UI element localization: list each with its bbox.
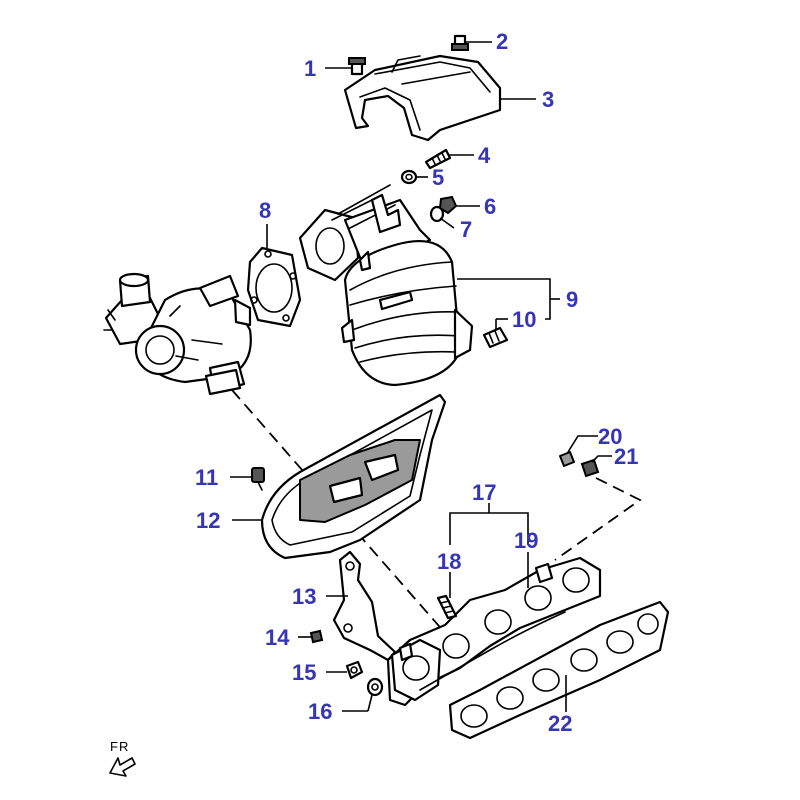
washer-7 bbox=[429, 205, 445, 223]
front-arrow-icon bbox=[109, 757, 136, 777]
front-direction-indicator: FR bbox=[109, 739, 136, 777]
callout-22: 22 bbox=[548, 711, 572, 736]
callout-10: 10 bbox=[512, 307, 536, 332]
callout-12: 12 bbox=[196, 508, 220, 533]
nut-21 bbox=[580, 458, 600, 478]
callout-20: 20 bbox=[598, 424, 622, 449]
callout-2: 2 bbox=[496, 29, 508, 54]
callout-1: 1 bbox=[304, 56, 316, 81]
upper-heat-shield bbox=[343, 54, 502, 142]
callout-5: 5 bbox=[432, 165, 444, 190]
bolt-1 bbox=[348, 57, 366, 76]
bolt-11 bbox=[251, 467, 265, 491]
callout-3: 3 bbox=[542, 87, 554, 112]
stud-10 bbox=[482, 326, 509, 349]
callout-6: 6 bbox=[484, 194, 496, 219]
nut-20 bbox=[559, 451, 575, 467]
callout-7: 7 bbox=[460, 217, 472, 242]
turbocharger bbox=[103, 272, 252, 396]
nut-15 bbox=[345, 660, 364, 680]
callout-17: 17 bbox=[472, 480, 496, 505]
manifold-gasket bbox=[448, 600, 670, 740]
turbo-gasket bbox=[246, 246, 302, 328]
bolt-2 bbox=[451, 34, 469, 51]
callout-16: 16 bbox=[308, 699, 332, 724]
callout-21: 21 bbox=[614, 444, 638, 469]
nut-14 bbox=[309, 629, 324, 644]
callout-4: 4 bbox=[478, 143, 491, 168]
callout-9: 9 bbox=[566, 287, 578, 312]
bracket bbox=[332, 550, 397, 662]
callout-14: 14 bbox=[265, 625, 290, 650]
leader-lines bbox=[230, 41, 612, 712]
stud-18 bbox=[436, 594, 458, 620]
fr-label: FR bbox=[110, 739, 129, 754]
alignment-line-bolts bbox=[554, 477, 642, 561]
lower-heat-shield bbox=[260, 393, 447, 560]
stud-4 bbox=[424, 148, 452, 170]
catalytic-converter bbox=[298, 184, 474, 387]
exhaust-manifold bbox=[386, 556, 602, 707]
nut-6 bbox=[438, 195, 458, 215]
callout-labels: 1 2 3 4 5 6 7 8 9 10 11 12 13 14 15 16 1… bbox=[195, 29, 638, 736]
nut-16 bbox=[366, 677, 384, 697]
callout-19: 19 bbox=[514, 528, 538, 553]
callout-18: 18 bbox=[437, 549, 461, 574]
callout-15: 15 bbox=[292, 660, 316, 685]
callout-8: 8 bbox=[259, 198, 271, 223]
nut-5 bbox=[400, 169, 418, 185]
callout-13: 13 bbox=[292, 584, 316, 609]
callout-11: 11 bbox=[195, 465, 218, 490]
